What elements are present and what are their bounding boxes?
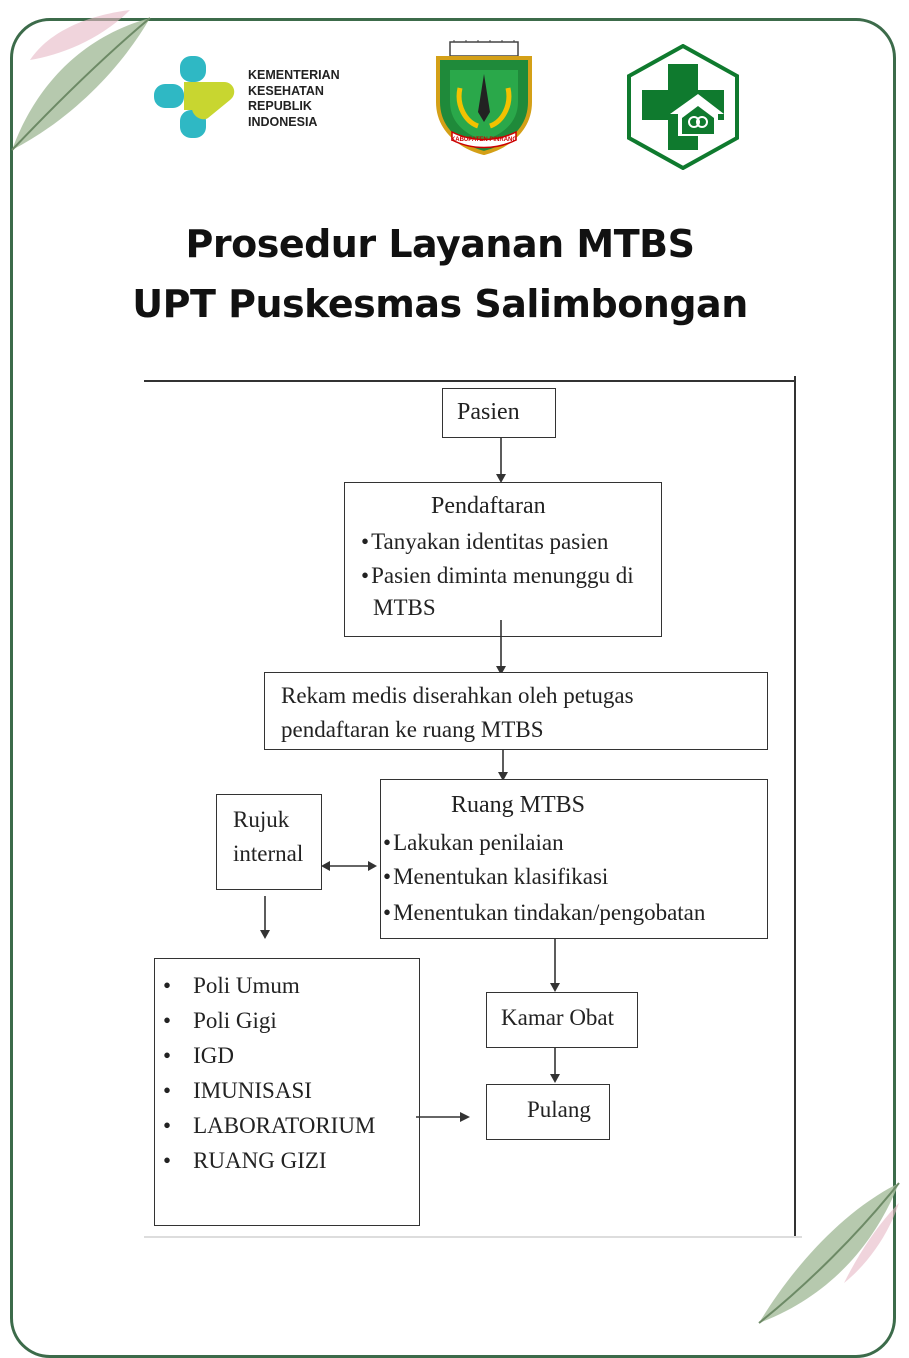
pasien-box: Pasien xyxy=(442,388,556,438)
kemenkes-logo: KEMENTERIAN KESEHATAN REPUBLIK INDONESIA xyxy=(152,52,352,142)
arrow-pendaftaran-to-rekam xyxy=(496,620,506,675)
poli-item-3: •IGD xyxy=(163,1043,234,1068)
diagram-right-border xyxy=(794,376,796,1236)
arrow-ruang-to-kamar-obat xyxy=(550,939,560,992)
rujuk-internal-box: Rujuk internal xyxy=(216,794,322,890)
ministry-line-1: KEMENTERIAN xyxy=(248,68,340,82)
kamar-obat-label: Kamar Obat xyxy=(501,1005,615,1030)
diagram-bottom-border xyxy=(144,1236,802,1238)
pendaftaran-title: Pendaftaran xyxy=(431,493,546,519)
pulang-label: Pulang xyxy=(527,1097,591,1122)
pulang-box: Pulang xyxy=(486,1084,610,1140)
ministry-line-2: KESEHATAN xyxy=(248,83,324,98)
poli-item-1: •Poli Umum xyxy=(163,973,300,998)
leaf-decoration-bottom-right xyxy=(758,1182,900,1324)
ruang-mtbs-item-3: Menentukan tindakan/pengobatan xyxy=(383,900,705,926)
diagram-top-border xyxy=(144,380,796,382)
rekam-medis-box: Rekam medis diserahkan oleh petugas pend… xyxy=(264,672,768,750)
rujuk-internal-line-1: Rujuk xyxy=(233,807,290,832)
pendaftaran-box: Pendaftaran Tanyakan identitas pasien Pa… xyxy=(344,482,662,637)
rekam-medis-line-1: Rekam medis diserahkan oleh petugas xyxy=(281,683,634,708)
page-title-line-1: Prosedur Layanan MTBS xyxy=(185,222,695,266)
ruang-mtbs-title: Ruang MTBS xyxy=(451,792,586,818)
page-title-line-2: UPT Puskesmas Salimbongan xyxy=(132,282,748,326)
leaf-decoration-top-left xyxy=(11,10,151,151)
regency-seal-text: KABUPATEN PINRANG xyxy=(451,137,517,143)
puskesmas-logo-icon xyxy=(627,44,739,170)
flowchart: Pasien Pendaftaran Tanyakan identitas pa… xyxy=(144,374,804,1240)
poli-item-4: •IMUNISASI xyxy=(163,1078,312,1103)
regency-seal-icon: KABUPATEN PINRANG xyxy=(436,40,532,155)
arrow-kamar-obat-to-pulang xyxy=(550,1048,560,1083)
pendaftaran-item-1: Tanyakan identitas pasien xyxy=(361,529,608,555)
rekam-medis-line-2: pendaftaran ke ruang MTBS xyxy=(281,717,544,742)
ministry-line-3: REPUBLIK xyxy=(248,99,312,113)
poli-item-2: •Poli Gigi xyxy=(163,1008,277,1033)
ruang-mtbs-item-1: Lakukan penilaian xyxy=(383,830,564,856)
kamar-obat-box: Kamar Obat xyxy=(486,992,638,1048)
arrow-poli-to-pulang xyxy=(416,1112,470,1122)
arrow-rekam-to-ruang xyxy=(498,750,508,781)
pasien-label: Pasien xyxy=(457,399,520,425)
pendaftaran-item-2: Pasien diminta menunggu di xyxy=(361,563,634,589)
kemenkes-emblem-icon xyxy=(154,56,235,138)
arrow-rujuk-to-poli xyxy=(260,896,270,939)
ruang-mtbs-box: Ruang MTBS Lakukan penilaian Menentukan … xyxy=(380,779,768,939)
poli-item-6: •RUANG GIZI xyxy=(163,1148,327,1173)
pendaftaran-item-2-cont: MTBS xyxy=(373,595,436,620)
arrow-pasien-to-pendaftaran xyxy=(496,438,506,483)
ruang-mtbs-item-2: Menentukan klasifikasi xyxy=(383,864,608,890)
ministry-line-4: INDONESIA xyxy=(248,114,318,129)
rujuk-internal-line-2: internal xyxy=(233,841,304,866)
poli-item-5: •LABORATORIUM xyxy=(163,1113,376,1138)
poli-list-box: •Poli Umum •Poli Gigi •IGD •IMUNISASI •L… xyxy=(154,958,420,1226)
arrow-rujuk-ruang-bidirectional xyxy=(321,861,377,871)
